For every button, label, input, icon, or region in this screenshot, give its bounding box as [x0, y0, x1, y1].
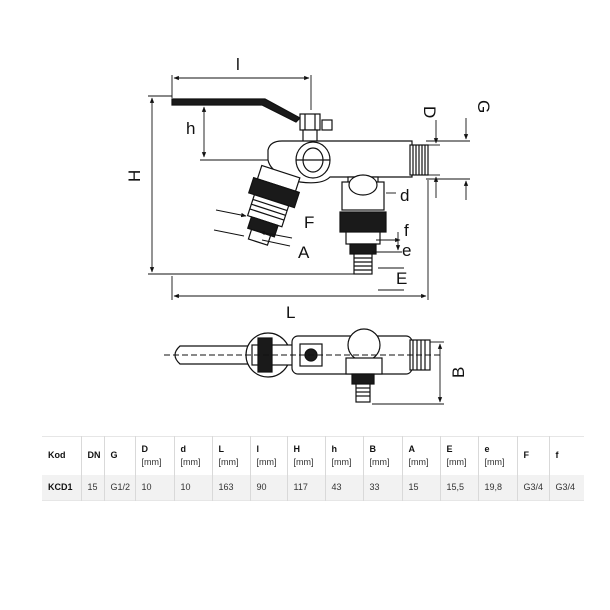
dim-label-F: F	[304, 213, 314, 232]
column-header-unit: [mm]	[141, 456, 162, 467]
handle-nut	[299, 113, 321, 131]
dim-label-l: l	[236, 55, 240, 74]
column-header-name: l	[256, 443, 260, 454]
table-cell: G1/2	[103, 474, 135, 501]
dim-label-E: E	[396, 269, 407, 288]
column-header-unit: [mm]	[293, 456, 314, 467]
column-header-name: e	[484, 443, 490, 454]
column-header: F	[516, 436, 549, 475]
table-cell: 15,5	[439, 474, 478, 501]
column-header-unit: [mm]	[331, 456, 352, 467]
table-cell: 117	[286, 474, 325, 501]
column-header-name: f	[555, 450, 559, 461]
column-header-unit: [mm]	[218, 456, 239, 467]
column-header: DN	[80, 436, 104, 475]
dim-label-H: H	[125, 170, 144, 182]
dim-label-A: A	[298, 243, 310, 262]
column-header: d [mm]	[173, 436, 212, 475]
product-code-cell: KCD1	[48, 482, 73, 493]
column-header: l [mm]	[249, 436, 287, 475]
column-header: D [mm]	[134, 436, 174, 475]
column-header-name: H	[293, 443, 301, 454]
table-cell: 163	[211, 474, 250, 501]
top-view	[174, 328, 431, 403]
column-header-unit: [mm]	[180, 456, 201, 467]
dim-label-D: D	[420, 106, 439, 118]
table-cell: G3/4	[516, 474, 549, 501]
spec-table: Kod DN G D [mm] d [mm] L [mm] l [mm] H [mm] h [mm] B [mm…	[42, 436, 584, 501]
column-header-unit: [mm]	[256, 456, 277, 467]
column-header: L [mm]	[211, 436, 250, 475]
dim-label-d: d	[400, 186, 409, 205]
column-header: h [mm]	[324, 436, 363, 475]
column-header: E [mm]	[439, 436, 478, 475]
column-header-name: A	[408, 443, 416, 454]
column-header-name: B	[369, 443, 377, 454]
table-cell: 43	[324, 474, 363, 501]
column-header-unit: [mm]	[484, 456, 505, 467]
dim-label-G: G	[474, 100, 493, 113]
table-cell: 10	[134, 474, 174, 501]
table-cell: G3/4	[548, 474, 584, 501]
column-header: Kod	[42, 437, 81, 475]
column-header: e [mm]	[477, 436, 517, 475]
front-view	[171, 98, 429, 275]
column-header-name: DN	[87, 450, 101, 461]
dim-label-e: e	[402, 241, 411, 260]
column-header: H [mm]	[286, 436, 325, 475]
table-cell: 33	[362, 474, 402, 501]
dim-label-B: B	[449, 367, 468, 378]
top-dimension-lines	[164, 341, 444, 405]
column-header: f	[548, 436, 584, 475]
column-header-name: D	[141, 443, 149, 454]
table-header: Kod DN G D [mm] d [mm] L [mm] l [mm] H [mm] h [mm] B [mm…	[42, 436, 584, 475]
dim-label-L: L	[286, 303, 295, 322]
column-header: G	[103, 436, 135, 475]
technical-drawing: l h H D G d F f A e E L B	[125, 55, 493, 405]
column-header-name: E	[446, 443, 453, 454]
column-header: A [mm]	[401, 436, 440, 475]
table-cell: 15	[80, 474, 104, 501]
column-header-unit: [mm]	[446, 456, 467, 467]
column-header-name: F	[523, 450, 530, 461]
column-header-unit: [mm]	[408, 456, 429, 467]
column-header-name: L	[218, 443, 225, 454]
column-header-unit: [mm]	[369, 456, 390, 467]
column-header-name: G	[110, 450, 118, 461]
lever-handle	[171, 98, 301, 123]
table-cell: 19,8	[477, 474, 517, 501]
bottom-nut	[339, 211, 387, 233]
header-row: Kod DN G D [mm] d [mm] L [mm] l [mm] H [mm] h [mm] B [mm…	[42, 436, 584, 475]
dim-label-f: f	[404, 221, 409, 240]
column-header-name: d	[180, 443, 187, 454]
table-cell: 10	[173, 474, 212, 501]
column-header-name: Kod	[48, 450, 66, 461]
dim-label-h: h	[186, 119, 195, 138]
column-header-name: h	[331, 443, 338, 454]
column-header: B [mm]	[362, 436, 402, 475]
table-cell: 90	[249, 474, 287, 501]
table-cell: 15	[401, 474, 440, 501]
dimension-lines	[148, 75, 470, 300]
